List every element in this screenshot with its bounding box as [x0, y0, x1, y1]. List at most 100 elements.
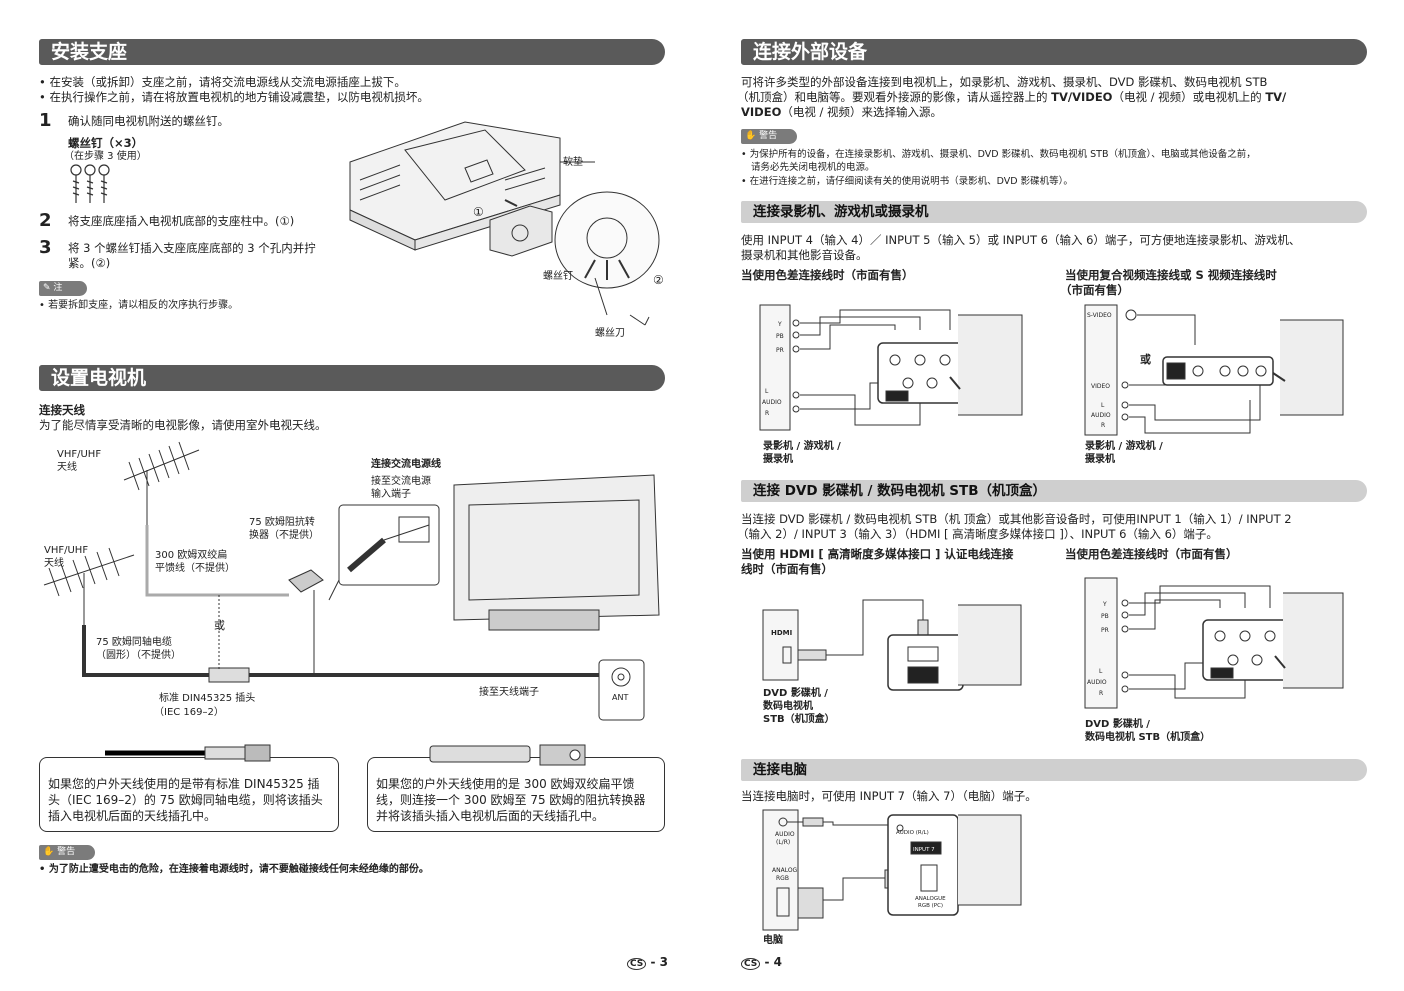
page-number-left: CS - 3	[627, 955, 668, 970]
din-1: 标准 DIN45325 插头	[159, 691, 255, 704]
svg-text:AUDIO: AUDIO	[762, 399, 782, 406]
antenna-1: 天线	[57, 460, 77, 473]
svg-text:Y: Y	[1102, 601, 1107, 608]
pc-audio-rl: AUDIO (R/L)	[896, 830, 929, 836]
antenna-diagram: VHF/UHF 天线 VHF/UHF 天线 连接交流电源线 接至交流电源 输入端…	[43, 441, 660, 721]
pc-audio-lr-2: (L/R)	[776, 839, 790, 846]
subsection-pc: 连接电脑	[741, 759, 1367, 781]
pc-analog: ANALOG	[772, 867, 798, 874]
pc-rgb: RGB	[776, 875, 789, 882]
warn-badge-left: ✋ 警告	[39, 845, 95, 860]
screws-icon	[70, 164, 110, 203]
info-box-feeder: 如果您的户外天线使用的是 300 欧姆双绞扁平馈线，则连接一个 300 欧姆至 …	[367, 757, 665, 832]
stand-bullet-2: • 在执行操作之前，请在将放置电视机的地方铺设减震垫，以防电视机损坏。	[39, 90, 429, 104]
note-badge: ✎ 注	[39, 281, 87, 296]
vcr-device-1b: 摄录机	[763, 454, 793, 465]
ext-intro-c: VIDEO（电视 / 视频）来选择输入源。	[741, 105, 943, 119]
vcr-or: 或	[1140, 352, 1151, 366]
svg-text:S-VIDEO: S-VIDEO	[1087, 312, 1112, 319]
antenna-text: 为了能尽情享受清晰的电视影像，请使用室外电视天线。	[39, 418, 327, 432]
section-title-setup: 设置电视机	[39, 365, 665, 391]
antenna-2: 天线	[44, 556, 64, 569]
coax-2: （圆形）（不提供）	[96, 648, 181, 661]
converter-icon	[429, 744, 586, 766]
vcr-device-2b: 摄录机	[1085, 454, 1115, 465]
subsection-dvd: 连接 DVD 影碟机 / 数码电视机 STB（机顶盒）	[741, 480, 1367, 502]
ext-intro-a: 可将许多类型的外部设备连接到电视机上，如录影机、游戏机、摄录机、DVD 影碟机、…	[741, 75, 1268, 89]
dvd-comp-heading: 当使用色差连接线时（市面有售）	[1065, 547, 1238, 561]
or-label: 或	[214, 619, 225, 632]
dvd-component-diagram: Y PB PR L AUDIO R	[1084, 577, 1344, 709]
diag-soft-pad: 软垫	[563, 155, 583, 168]
hand-icon-right: ✋	[745, 131, 760, 141]
dvd-device-1b: 数码电视机	[763, 701, 813, 712]
vcr-device-1a: 录影机 / 游戏机 /	[763, 441, 841, 452]
svg-text:AUDIO: AUDIO	[1087, 679, 1107, 686]
pc-device: 电脑	[763, 935, 783, 946]
ext-warn-1: • 为保护所有的设备，在连接录影机、游戏机、摄录机、DVD 影碟机、数码电视机 …	[741, 149, 1256, 160]
converter-2: 换器（不提供）	[249, 528, 319, 541]
feeder-2: 平馈线（不提供）	[155, 561, 235, 574]
page-number-right: CS - 4	[741, 955, 782, 970]
diag-circle-1: ①	[473, 205, 484, 219]
ext-warn-1b: 请务必先关闭电视机的电源。	[751, 162, 875, 173]
pc-diagram: AUDIO (L/R) ANALOG RGB AUDIO (R/L) INPUT…	[762, 809, 1022, 931]
hand-icon: ✋	[43, 847, 58, 857]
vcr-composite-diagram: S-VIDEO VIDEO L AUDIO R 或	[1084, 304, 1344, 436]
svg-text:PR: PR	[1101, 627, 1109, 634]
dvd-text-1: 当连接 DVD 影碟机 / 数码电视机 STB（机 顶盒）或其他影音设备时，可使…	[741, 512, 1292, 526]
ext-intro-b: （机顶盒）和电脑等。要观看外接源的影像，请从遥控器上的 TV/VIDEO（电视 …	[737, 90, 1287, 104]
screw-note: （在步骤 3 使用）	[64, 151, 147, 162]
svg-text:R: R	[1099, 690, 1103, 697]
dvd-hdmi-heading-2: 线时（市面有售）	[741, 562, 833, 576]
svg-text:R: R	[765, 410, 769, 417]
ext-warn-2: • 在进行连接之前，请仔细阅读有关的使用说明书（录影机、DVD 影碟机等）。	[741, 176, 1073, 187]
pc-text: 当连接电脑时，可使用 INPUT 7（输入 7）（电脑）端子。	[741, 789, 1037, 803]
ac-to-2: 输入端子	[371, 487, 411, 500]
step-2-number: 2	[39, 210, 52, 231]
vcr-comp-heading: 当使用色差连接线时（市面有售）	[741, 268, 914, 282]
warn-badge-right: ✋ 警告	[741, 129, 797, 144]
vcr-text-1: 使用 INPUT 4（输入 4）／ INPUT 5（输入 5）或 INPUT 6…	[741, 233, 1301, 247]
plug-din-icon	[105, 744, 271, 762]
step-3-number: 3	[39, 237, 52, 258]
dvd-device-2b: 数码电视机 STB（机顶盒）	[1085, 732, 1211, 743]
step-3-text: 将 3 个螺丝钉插入支座底座底部的 3 个孔内并拧紧。(②)	[68, 241, 316, 270]
pc-input7: INPUT 7	[913, 847, 935, 853]
dvd-device-1c: STB（机顶盒）	[763, 714, 835, 725]
subsection-vcr: 连接录影机、游戏机或摄录机	[741, 201, 1367, 223]
dvd-hdmi-diagram: HDMI	[762, 599, 1022, 691]
svg-text:VIDEO: VIDEO	[1091, 383, 1110, 390]
dvd-device-2a: DVD 影碟机 /	[1085, 719, 1150, 730]
pc-audio-lr: AUDIO	[775, 831, 795, 838]
vhf-uhf-2: VHF/UHF	[44, 545, 88, 556]
stand-bullet-1: • 在安装（或拆卸）支座之前，请将交流电源线从交流电源插座上拔下。	[39, 75, 406, 89]
pc-rgbpc: RGB (PC)	[918, 903, 943, 909]
ac-heading: 连接交流电源线	[371, 457, 441, 470]
svg-text:PB: PB	[776, 333, 784, 340]
coax-1: 75 欧姆同轴电缆	[96, 635, 172, 648]
svg-text:PR: PR	[776, 347, 784, 354]
pencil-icon: ✎	[43, 283, 54, 293]
vcr-component-diagram: Y PB PR L AUDIO R	[759, 304, 1023, 431]
vcr-comp2-heading-2: （市面有售）	[1060, 283, 1129, 297]
ant-label: ANT	[612, 693, 628, 702]
ac-to-1: 接至交流电源	[371, 474, 431, 487]
svg-text:PB: PB	[1101, 613, 1109, 620]
dvd-hdmi-heading-1: 当使用 HDMI [ 高清晰度多媒体接口 ] 认证电线连接	[741, 547, 1014, 561]
info-box-din: 如果您的户外天线使用的是带有标准 DIN45325 插头（IEC 169–2）的…	[39, 757, 339, 832]
screw-label: 螺丝钉（×3）	[68, 136, 144, 150]
diag-screw: 螺丝钉	[543, 270, 573, 282]
diag-circle-2: ②	[653, 273, 664, 287]
vcr-text-2: 摄录机和其他影音设备。	[741, 248, 868, 262]
step-1-number: 1	[39, 110, 52, 131]
vhf-uhf-1: VHF/UHF	[57, 449, 101, 460]
section-title-stand: 安装支座	[39, 39, 665, 65]
step-2-text: 将支座底座插入电视机底部的支座柱中。(①)	[68, 214, 295, 228]
section-title-external: 连接外部设备	[741, 39, 1367, 65]
pc-analogue: ANALOGUE	[915, 896, 946, 902]
diag-screwdriver: 螺丝刀	[595, 327, 625, 339]
svg-text:AUDIO: AUDIO	[1091, 412, 1111, 419]
warn-text-left: • 为了防止遭受电击的危险，在连接着电源线时，请不要触碰接线任何未经绝缘的部份。	[39, 864, 429, 875]
step-1-text: 确认随同电视机附送的螺丝钉。	[68, 114, 229, 128]
